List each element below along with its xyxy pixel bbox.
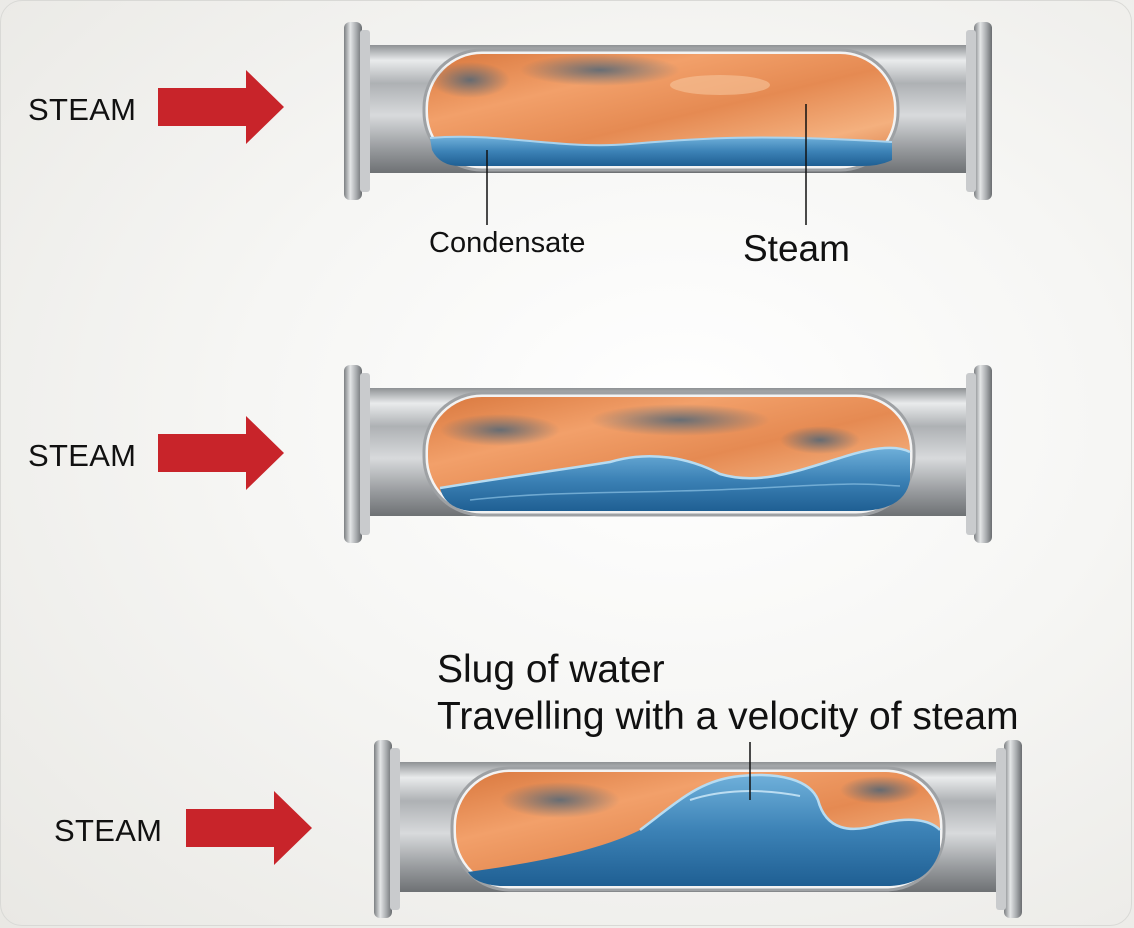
steam-callout: Steam	[743, 228, 850, 269]
flow-arrow-3	[186, 791, 312, 865]
slug-callout-subtitle: Travelling with a velocity of steam	[437, 695, 1019, 738]
water-slug	[468, 775, 940, 886]
steam-label-1: STEAM	[28, 92, 137, 127]
slug-callout-title: Slug of water	[437, 648, 665, 691]
pipe-1	[344, 22, 992, 225]
condensate-fill	[430, 136, 892, 166]
steam-label-3: STEAM	[54, 813, 163, 848]
flow-arrow-1	[158, 70, 284, 144]
steam-label-2: STEAM	[28, 438, 137, 473]
condensate-callout: Condensate	[429, 227, 586, 259]
flow-arrow-2	[158, 416, 284, 490]
pipe-2	[344, 365, 992, 543]
pipe-3	[374, 740, 1022, 918]
